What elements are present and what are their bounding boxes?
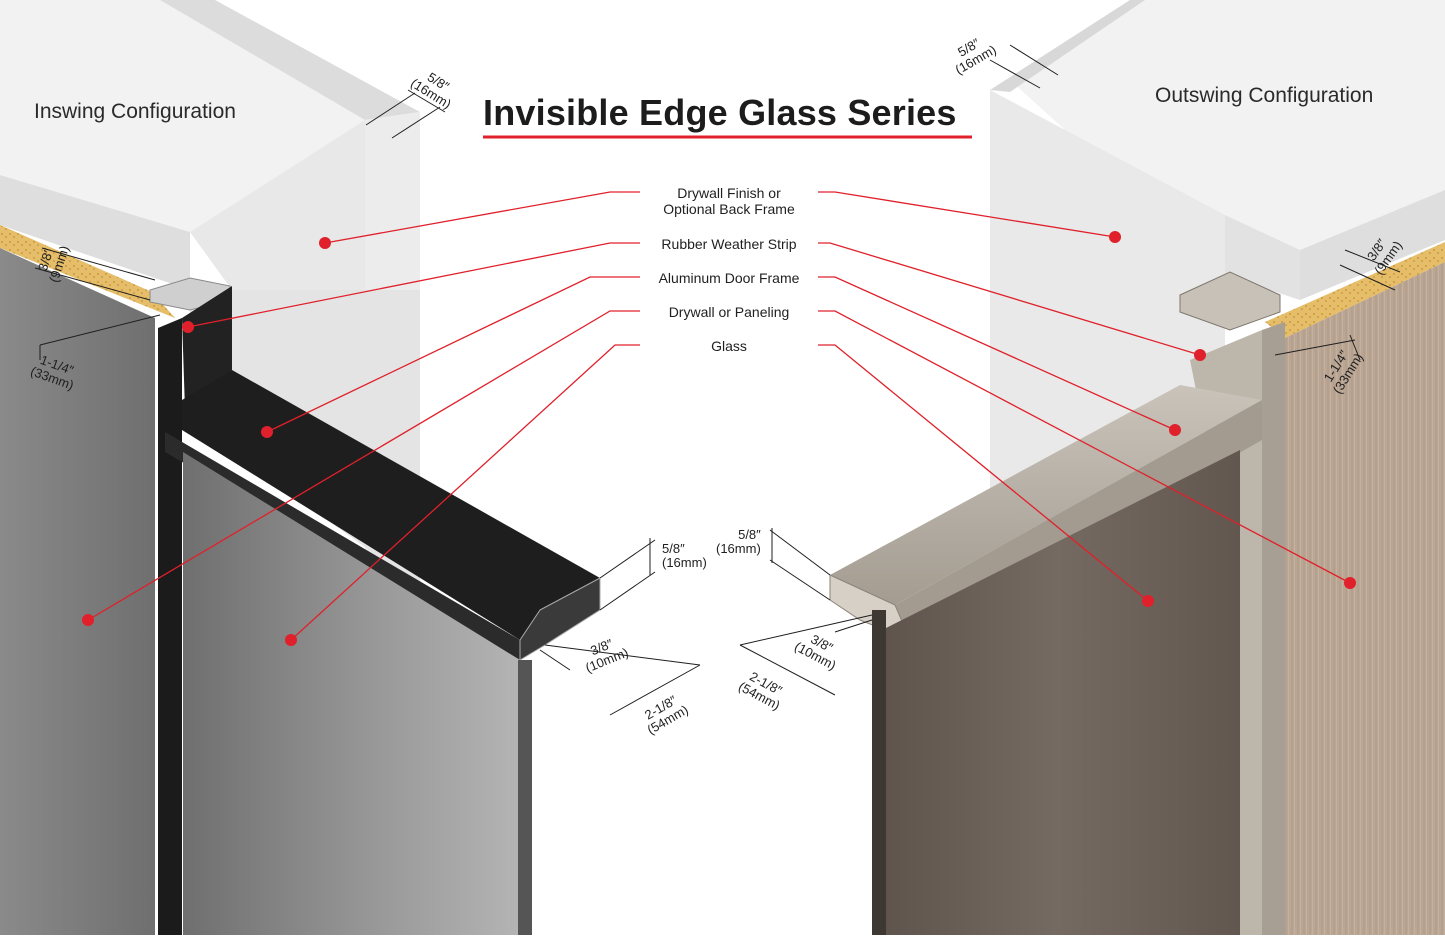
left-black-header-front	[165, 432, 520, 660]
dim-left-profile-height-imperial: 5/8″	[662, 541, 685, 556]
left-drywall-back-edge	[160, 0, 420, 120]
dot-drywall-finish-right	[1109, 231, 1121, 243]
dot-weather-strip-left	[182, 321, 194, 333]
callout-drywall-finish-line1: Drywall Finish or	[677, 185, 781, 201]
right-silver-jamb	[1262, 322, 1285, 935]
callout-glass: Glass	[640, 338, 818, 354]
right-drywall-back-edge	[990, 0, 1145, 92]
callout-drywall-finish-line2: Optional Back Frame	[663, 201, 795, 217]
callout-aluminum-frame: Aluminum Door Frame	[640, 270, 818, 286]
leader-drywall-paneling-left	[87, 310, 640, 621]
leader-drywall-paneling-right	[810, 310, 1351, 584]
leader-aluminum-frame-right	[810, 276, 1176, 431]
dim-right-profile-height-metric: (16mm)	[716, 541, 761, 556]
outswing-illustration	[829, 0, 1445, 935]
inswing-config-label: Inswing Configuration	[34, 100, 236, 123]
callout-dots	[82, 231, 1356, 646]
right-silver-jamb-inner	[1190, 330, 1262, 935]
leader-aluminum-frame-left	[266, 276, 640, 433]
left-gray-wall	[0, 248, 155, 935]
dot-weather-strip-right	[1194, 349, 1206, 361]
left-drywall-top	[0, 0, 365, 232]
leader-weather-strip-left	[187, 242, 640, 328]
page-title: Invisible Edge Glass Series	[483, 92, 957, 133]
dim-left-profile-height-metric: (16mm)	[662, 555, 707, 570]
dot-drywall-paneling-right	[1344, 577, 1356, 589]
right-osb-edge	[1265, 242, 1445, 338]
dimension-lines	[34, 44, 1401, 716]
dot-glass-right	[1142, 595, 1154, 607]
dot-glass-left	[285, 634, 297, 646]
leader-drywall-finish-left	[324, 191, 640, 244]
left-glass-edge	[518, 660, 532, 935]
leader-drywall-finish-right	[810, 191, 1116, 238]
callout-weather-strip: Rubber Weather Strip	[640, 236, 818, 252]
right-frame-profile	[1179, 271, 1281, 331]
left-drywall-front-lower	[0, 175, 190, 290]
dot-aluminum-frame-right	[1169, 424, 1181, 436]
outswing-config-label: Outswing Configuration	[1155, 84, 1374, 107]
right-glass-edge	[872, 610, 886, 935]
dot-drywall-paneling-left	[82, 614, 94, 626]
right-drywall-front-lower	[1300, 190, 1445, 300]
callout-drywall-paneling: Drywall or Paneling	[640, 304, 818, 320]
callout-drywall-finish: Drywall Finish or Optional Back Frame	[640, 185, 818, 217]
right-wood-wall	[1285, 262, 1445, 935]
inswing-illustration	[0, 0, 601, 935]
right-glass-panel	[872, 450, 1240, 935]
dot-drywall-finish-left	[319, 237, 331, 249]
right-drywall-top	[1010, 0, 1445, 300]
left-glass-panel	[183, 452, 520, 935]
left-black-header	[182, 370, 600, 640]
dim-right-profile-height: 5/8″ (16mm)	[716, 528, 761, 556]
right-silver-header	[830, 385, 1262, 605]
dim-right-profile-height-imperial: 5/8″	[738, 527, 761, 542]
dim-left-profile-height: 5/8″ (16mm)	[662, 542, 707, 570]
dot-aluminum-frame-left	[261, 426, 273, 438]
left-black-jamb	[158, 318, 182, 935]
